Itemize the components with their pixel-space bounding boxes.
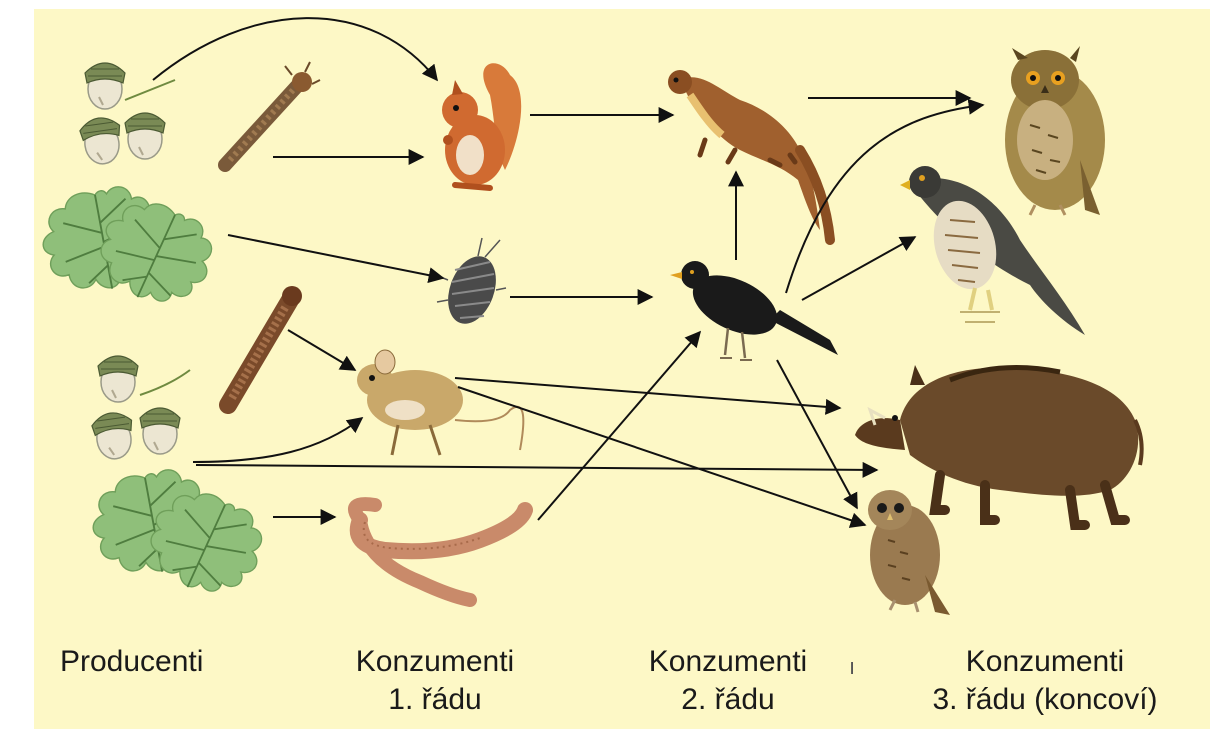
arrow-blackbird-to-hawk [802,237,915,300]
oak-leaf-top [33,176,224,316]
woodlouse [437,238,506,330]
catkin [225,62,320,165]
label-producers: Producenti [60,643,203,681]
marten [668,70,830,240]
arrow-earthworm-to-blackbird [538,332,700,520]
label-consumers-2: Konzumenti 2. řádu [633,643,823,719]
earthworm [355,504,525,600]
arrow-acorns-to-squirrel [153,18,437,80]
oak-leaf-bottom [83,459,274,606]
arrow-blackbird-to-tawnyowl [777,360,857,508]
label-consumers-1: Konzumenti 1. řádu [340,643,530,719]
arrow-acorns-to-mouse [193,418,362,462]
mouse [357,350,523,455]
arrow-mouse-to-boar [455,378,840,408]
acorns-top [79,63,175,166]
squirrel [442,63,521,188]
arrow-leaf-to-woodlouse [228,235,443,278]
eagle-owl [1005,46,1105,215]
label-consumers-3: Konzumenti 3. řádu (koncoví) [910,643,1180,719]
arrow-mouse-to-tawnyowl [458,387,865,525]
food-web-arrows [153,18,983,525]
arrow-acorns-to-boar [196,465,877,470]
acorns-bottom [91,356,190,461]
blackbird [670,261,838,360]
arrow-twig-to-mouse [288,330,355,370]
twig [228,286,302,405]
label-consumers-2-mark: ı [849,648,855,686]
